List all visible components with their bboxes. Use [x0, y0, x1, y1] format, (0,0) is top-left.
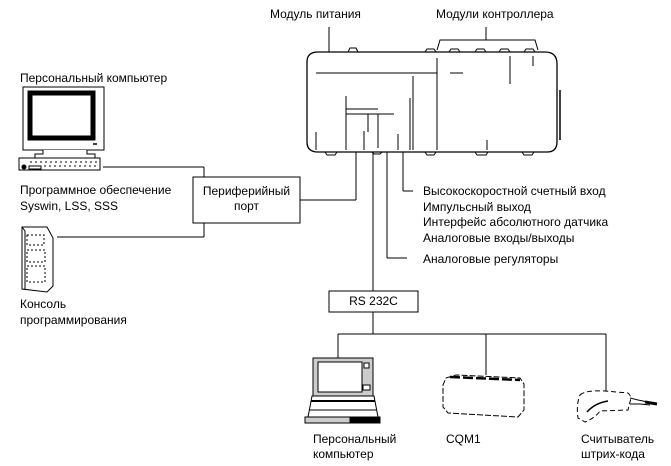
laptop-icon	[304, 357, 381, 424]
function-item: Импульсный выход	[423, 200, 531, 214]
function-item: Аналоговые входы/выходы	[423, 231, 575, 245]
controller-modules-label: Модули контроллера	[436, 7, 554, 21]
console-label-line1: Консоль	[20, 297, 67, 311]
rs232-label: RS 232C	[349, 294, 398, 308]
software-label-line1: Программное обеспечение	[20, 183, 172, 197]
function-item: Интерфейс абсолютного датчика	[423, 215, 609, 229]
desktop-pc-icon	[18, 86, 105, 171]
peripheral-port-line2: порт	[233, 199, 260, 213]
barcode-reader-label-line1: Считыватель	[581, 432, 655, 446]
software-label-line2: Syswin, LSS, SSS	[20, 199, 119, 213]
plc-unit	[306, 47, 561, 156]
programming-console-icon	[21, 226, 54, 293]
peripheral-port-label: Периферийный порт	[193, 184, 300, 214]
laptop-label-line1: Персональный	[313, 432, 397, 446]
power-module-label: Модуль питания	[270, 7, 361, 21]
peripheral-port-line1: Периферийный	[202, 184, 291, 198]
cqm1-label: CQM1	[446, 432, 481, 446]
console-label-line2: программирования	[20, 313, 127, 327]
pc-label: Персональный компьютер	[20, 71, 168, 85]
laptop-label-line2: компьютер	[313, 447, 374, 461]
cqm1-icon	[442, 374, 525, 418]
barcode-reader-icon	[576, 390, 658, 423]
barcode-reader-label-line2: штрих-кода	[581, 447, 645, 461]
function-item: Высокоскоростной счетный вход	[423, 184, 606, 198]
controller-modules-bracket	[436, 39, 539, 51]
analog-regulators-label: Аналоговые регуляторы	[423, 252, 559, 266]
peripheral-port-box	[192, 176, 301, 224]
